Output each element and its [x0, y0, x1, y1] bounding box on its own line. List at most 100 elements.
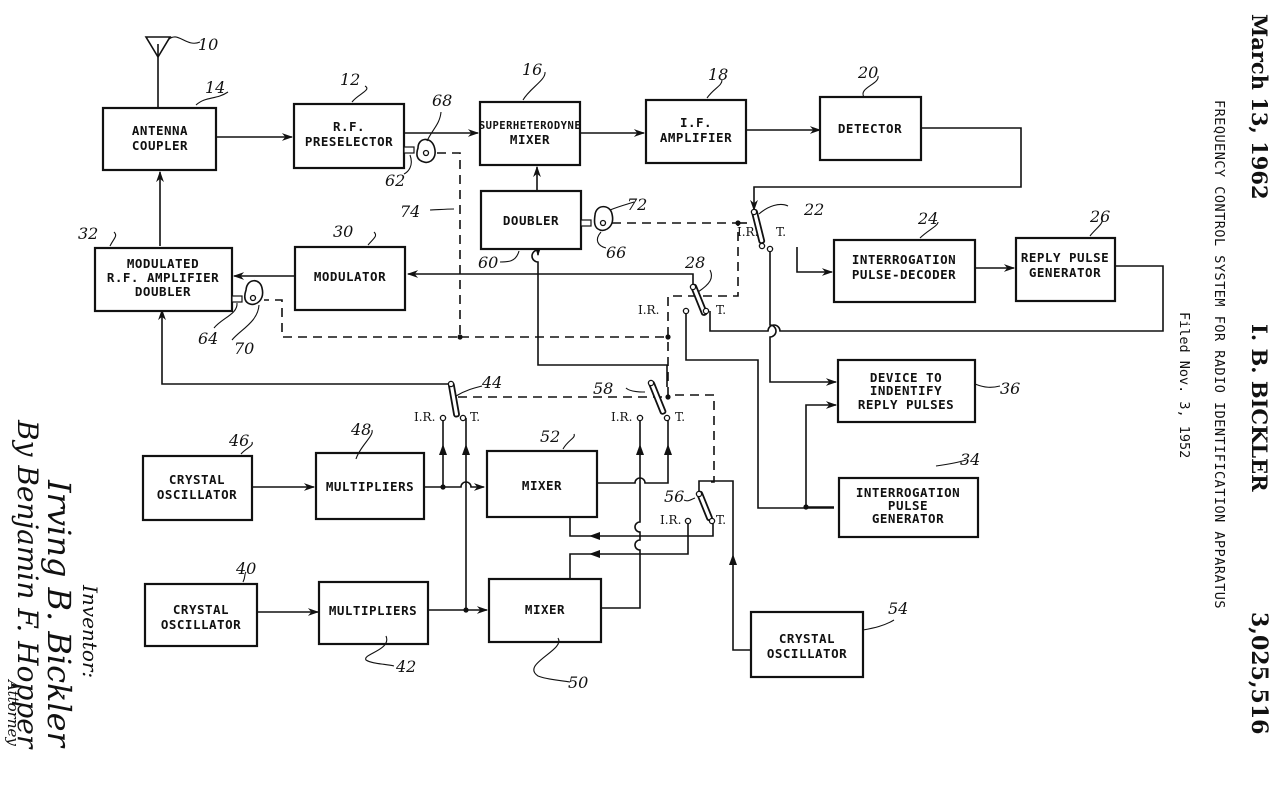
block-label: CRYSTAL: [779, 631, 835, 646]
gang-line-main: [612, 222, 739, 483]
block-label: GENERATOR: [872, 511, 944, 526]
block-label: MODULATOR: [314, 269, 386, 284]
wire-mult48-to-mixer52: [424, 481, 486, 491]
ref-number: 28: [684, 253, 705, 272]
block-label: OSCILLATOR: [161, 617, 241, 632]
switch-label-ir: I.R.: [414, 410, 435, 424]
block-label: PRESELECTOR: [305, 134, 393, 149]
ref-number: 22: [803, 200, 824, 219]
wire-mixer50-to-switch58-ir: [601, 418, 641, 609]
switch-label-t: T.: [675, 410, 685, 424]
block-multipliers-48: MULTIPLIERS 48: [314, 420, 426, 521]
arrow-left: [589, 550, 600, 558]
block-mixer-50: MIXER 50: [487, 577, 603, 692]
wire-reply-to-switch28: [709, 265, 1164, 332]
switch-label-ir: I.R.: [660, 513, 681, 527]
signal-wires: [156, 44, 1164, 651]
block-label: GENERATOR: [1029, 265, 1101, 280]
block-mixer-52: MIXER 52: [485, 427, 599, 519]
block-rf-preselector: R.F. PRESELECTOR 12: [292, 70, 406, 170]
block-label: R.F. AMPLIFIER: [107, 270, 219, 285]
wire-mixer52-to-switch58-t: [597, 418, 669, 484]
arrow-up: [439, 444, 447, 455]
switch-58: I.R. T. 58: [593, 379, 685, 424]
arrow-up: [462, 444, 470, 455]
switch-label-ir: I.R.: [611, 410, 632, 424]
ref-number: 20: [857, 63, 878, 82]
ref-number: 64: [198, 329, 218, 348]
arrow-up: [729, 554, 737, 565]
ref-antenna: 10: [198, 35, 218, 54]
ref-number: 60: [478, 253, 498, 272]
junction-dot: [665, 334, 671, 340]
wire-switch22-to-decoder: [796, 247, 834, 276]
block-doubler: DOUBLER 60: [478, 189, 583, 272]
block-label: CRYSTAL: [169, 472, 225, 487]
wire-detector-to-switch-22: [750, 127, 1022, 212]
ref-number: 26: [1089, 207, 1110, 226]
block-label: INDENTIFY: [870, 383, 942, 398]
block-label: INTERROGATION: [856, 485, 960, 500]
ref-number: 72: [627, 195, 647, 214]
patent-title: FREQUENCY CONTROL SYSTEM FOR RADIO IDENT…: [1211, 100, 1227, 610]
ref-number: 54: [888, 599, 908, 618]
block-modulated-rf-amplifier-doubler: MODULATED R.F. AMPLIFIER DOUBLER 32: [78, 224, 234, 313]
antenna-icon: 10: [144, 35, 218, 59]
block-label: MIXER: [510, 132, 550, 147]
block-superheterodyne-mixer: SUPERHETERODYNE MIXER 16: [479, 60, 582, 167]
ref-number: 50: [568, 673, 588, 692]
patent-filed-date: Filed Nov. 3, 1952: [1176, 312, 1192, 459]
ref-number: 24: [917, 209, 938, 228]
ref-number: 36: [1000, 379, 1020, 398]
capacitor-64-70: 64 70: [198, 279, 264, 358]
junction-dot: [735, 220, 741, 226]
block-modulator: MODULATOR 30: [293, 222, 407, 312]
wire-switch44-to-amp: [158, 308, 451, 385]
switch-22: I.R. T. 22: [737, 200, 824, 253]
by-label: By: [11, 420, 44, 457]
ref-number: 44: [481, 373, 502, 392]
block-label: INTERROGATION: [852, 252, 956, 267]
block-label: COUPLER: [132, 138, 188, 153]
block-label: MIXER: [522, 478, 562, 493]
ref-number: 40: [235, 559, 256, 578]
block-label: MIXER: [525, 602, 565, 617]
block-label: DETECTOR: [838, 121, 902, 136]
block-label: MODULATED: [127, 256, 199, 271]
capacitor-62-68: 68 62 74: [385, 91, 455, 221]
wire-osc54-to-switch56: [698, 480, 750, 651]
junction-dot: [665, 394, 671, 400]
switch-label-t: T.: [716, 303, 726, 317]
block-interrogation-pulse-decoder: INTERROGATION PULSE-DECODER 24: [832, 209, 977, 304]
block-crystal-oscillator-40: CRYSTAL OSCILLATOR 40: [143, 559, 259, 648]
block-label: OSCILLATOR: [157, 487, 237, 502]
block-label: AMPLIFIER: [660, 130, 732, 145]
block-multipliers-42: MULTIPLIERS 42: [317, 580, 430, 676]
junction-dot: [457, 334, 463, 340]
ref-number: 16: [522, 60, 542, 79]
block-label: REPLY PULSE: [1021, 250, 1109, 265]
block-reply-pulse-generator: REPLY PULSE GENERATOR 26: [1014, 207, 1117, 303]
wire-ir-to-identify: [769, 249, 838, 386]
block-label: R.F.: [333, 119, 365, 134]
ref-number: 30: [333, 222, 353, 241]
ref-number: 74: [400, 202, 420, 221]
capacitor-66-72: 72 66: [580, 195, 647, 262]
block-crystal-oscillator-54: CRYSTAL OSCILLATOR 54: [749, 599, 908, 679]
switch-56: I.R. T. 56: [660, 487, 726, 527]
switch-label-t: T.: [470, 410, 480, 424]
block-label: PULSE: [888, 498, 928, 513]
arrow-left: [589, 532, 600, 540]
ref-number: 56: [664, 487, 684, 506]
patent-date: March 13, 1962: [1247, 14, 1272, 200]
wire-switch28-to-modulator: [406, 270, 694, 286]
block-crystal-oscillator-46: CRYSTAL OSCILLATOR 46: [141, 431, 254, 522]
ref-number: 46: [228, 431, 249, 450]
switch-28: I.R. T. 28: [638, 253, 726, 317]
attorney-label: Attorney: [4, 680, 22, 746]
ref-number: 70: [234, 339, 254, 358]
block-label: SUPERHETERODYNE: [479, 120, 581, 132]
wire-switch56-ir-to-mixer50: [569, 522, 689, 578]
block-label: ANTENNA: [132, 123, 188, 138]
block-if-amplifier: I.F. AMPLIFIER 18: [644, 65, 748, 165]
